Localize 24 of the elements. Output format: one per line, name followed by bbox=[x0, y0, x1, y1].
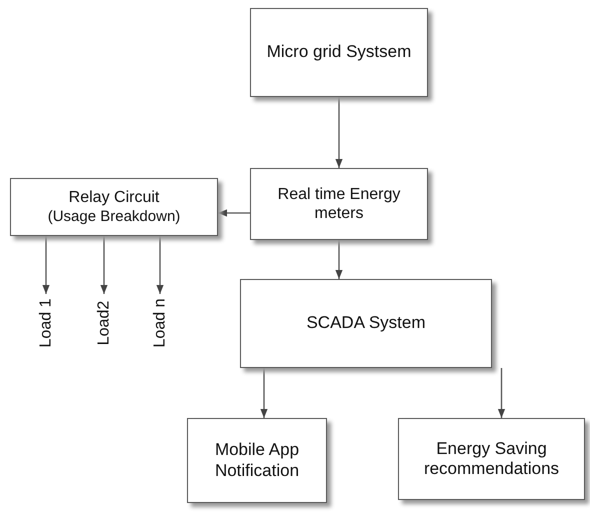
box-text: Energy Saving recommendations bbox=[422, 438, 560, 480]
process-box bbox=[240, 279, 492, 368]
box-text: (Usage Breakdown) bbox=[48, 208, 180, 226]
process-box bbox=[250, 8, 428, 97]
box-text: Micro grid Systsem bbox=[266, 42, 412, 63]
arrow bbox=[218, 209, 250, 217]
box-text: Mobile App Notification bbox=[214, 440, 300, 481]
process-box bbox=[250, 168, 428, 240]
process-box bbox=[10, 178, 218, 236]
process-box bbox=[398, 418, 585, 500]
load-label: Load 1 bbox=[36, 298, 56, 348]
arrow bbox=[335, 240, 343, 279]
load-label: Load2 bbox=[94, 300, 114, 346]
arrow bbox=[335, 97, 343, 168]
load-label: Load n bbox=[150, 298, 170, 348]
arrow bbox=[42, 236, 50, 294]
process-box bbox=[187, 418, 327, 503]
arrow bbox=[156, 236, 164, 294]
arrow bbox=[100, 236, 108, 294]
box-text: Real time Energy meters bbox=[276, 184, 402, 224]
box-text: Relay Circuit bbox=[68, 188, 160, 208]
box-text: SCADA System bbox=[306, 313, 426, 334]
arrow bbox=[498, 368, 506, 418]
arrow bbox=[260, 368, 268, 418]
